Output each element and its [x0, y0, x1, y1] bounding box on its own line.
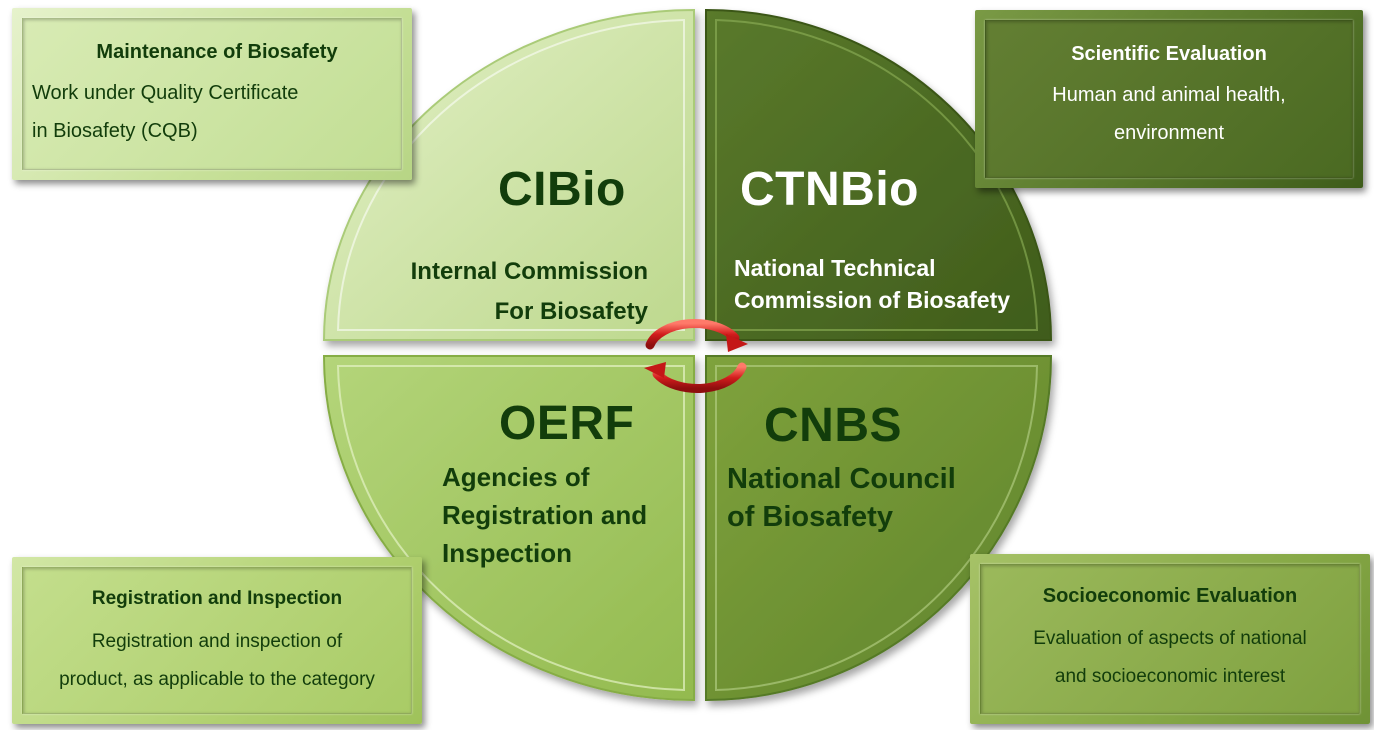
box-inner-panel — [22, 18, 402, 170]
quadrant-cibio — [322, 8, 695, 341]
quadrant-oerf — [322, 355, 695, 702]
box-line2: in Biosafety (CQB) — [32, 120, 198, 142]
oerf-subtitle: Agencies of Registration and Inspection — [442, 458, 682, 572]
cnbs-subtitle: National Council of Biosafety — [727, 460, 1007, 536]
cibio-subtitle-line1: Internal Commission — [410, 258, 648, 285]
ctnbio-subtitle: National Technical Commission of Biosafe… — [734, 252, 1044, 316]
ctnbio-subtitle-line2: Commission of Biosafety — [734, 287, 1011, 313]
oerf-subtitle-line2: Registration and — [442, 500, 648, 530]
box-content: Socioeconomic Evaluation Evaluation of a… — [982, 580, 1358, 696]
cnbs-subtitle-line2: of Biosafety — [727, 501, 893, 533]
box-content: Registration and Inspection Registration… — [26, 583, 408, 699]
ctnbio-title: CTNBio — [740, 163, 919, 216]
box-content: Scientific Evaluation Human and animal h… — [995, 38, 1343, 152]
box-title: Socioeconomic Evaluation — [1042, 585, 1298, 607]
box-title: Maintenance of Biosafety — [96, 41, 338, 63]
oerf-subtitle-line1: Agencies of — [442, 462, 590, 492]
circular-arrows-icon — [644, 319, 748, 393]
quadrant-cnbs — [705, 355, 1053, 702]
registration-and-inspection-box: Registration and Inspection Registration… — [12, 557, 422, 724]
box-line2: environment — [1113, 122, 1225, 144]
oerf-title: OERF — [499, 397, 635, 450]
box-line2: product, as applicable to the category — [59, 669, 375, 690]
box-line1: Registration and inspection of — [91, 631, 343, 652]
cibio-title: CIBio — [498, 163, 626, 216]
maintenance-of-biosafety-box: Maintenance of Biosafety Work under Qual… — [12, 8, 412, 180]
box-content: Maintenance of Biosafety Work under Qual… — [32, 36, 402, 150]
socioeconomic-evaluation-box: Socioeconomic Evaluation Evaluation of a… — [970, 554, 1370, 724]
ctnbio-subtitle-line1: National Technical — [734, 255, 936, 281]
scientific-evaluation-box: Scientific Evaluation Human and animal h… — [975, 10, 1363, 188]
box-inner-panel — [22, 567, 412, 714]
box-inner-panel — [980, 564, 1360, 714]
box-line1: Work under Quality Certificate — [32, 82, 299, 104]
box-line2: and socioeconomic interest — [1054, 666, 1286, 687]
box-inner-panel — [985, 20, 1353, 178]
cibio-subtitle-line2: For Biosafety — [494, 298, 648, 325]
cnbs-subtitle-line1: National Council — [727, 463, 956, 495]
box-line1: Evaluation of aspects of national — [1033, 628, 1307, 649]
cnbs-title: CNBS — [764, 399, 903, 452]
box-title: Registration and Inspection — [91, 588, 343, 609]
box-title: Scientific Evaluation — [1071, 43, 1267, 65]
box-line1: Human and animal health, — [1052, 84, 1286, 106]
oerf-subtitle-line3: Inspection — [442, 538, 573, 568]
cibio-subtitle: Internal Commission For Biosafety — [368, 252, 648, 332]
quadrant-ctnbio — [705, 8, 1053, 341]
